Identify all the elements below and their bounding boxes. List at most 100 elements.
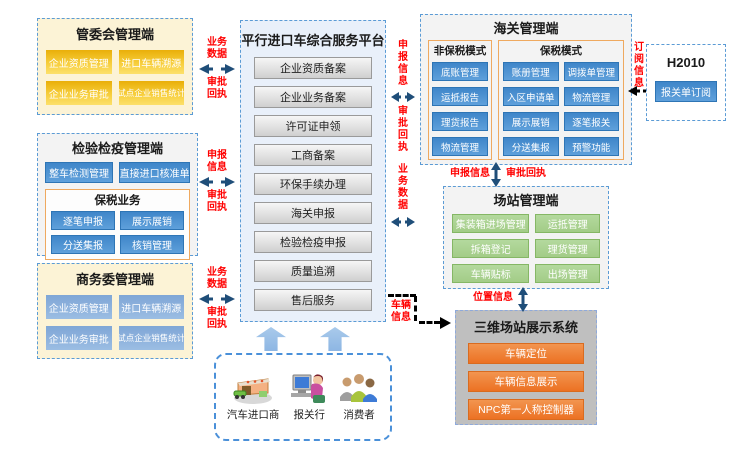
platform-module: 海关申报	[254, 202, 372, 224]
module-box: 拆箱登记	[452, 239, 530, 258]
platform-module: 质量追溯	[254, 260, 372, 282]
platform-module: 企业业务备案	[254, 86, 372, 108]
platform-module: 企业资质备案	[254, 57, 372, 79]
declaration-subscribe-box: 报关单订阅	[655, 81, 717, 102]
panel-management-committee: 管委会管理端 企业资质管理 进口车辆溯源 企业业务审批 试点企业销售统计	[37, 18, 193, 115]
panel-inspection-quarantine: 检验检疫管理端 整车检测管理 直接进口核准单 保税业务 逐笔申报 展示展销 分送…	[37, 133, 198, 260]
module-box: 整车检测管理	[45, 162, 114, 183]
module-box: 物流管理	[563, 87, 619, 106]
link-inspection-platform: 申报信息 审批回执	[196, 150, 238, 214]
panel-3d-display: 三维场站展示系统 车辆定位 车辆信息展示 NPC第一人称控制器	[455, 310, 597, 425]
subpanel-title: 非保税模式	[433, 45, 487, 57]
panel-title: 三维场站展示系统	[473, 320, 578, 335]
module-box: 入区申请单	[503, 87, 559, 106]
module-box: 试点企业销售统计	[118, 81, 184, 105]
platform-module: 检验检疫申报	[254, 231, 372, 253]
module-box: 分送集报	[51, 235, 115, 254]
customs-broker-icon	[291, 373, 326, 403]
module-box: 集装箱进场管理	[452, 214, 530, 233]
module-box: 调拨单管理	[563, 62, 619, 81]
module-box: 物流管理	[432, 137, 488, 156]
module-box: 企业资质管理	[46, 295, 112, 319]
module-box: 理货管理	[535, 239, 600, 258]
module-box: 运抵报告	[432, 87, 488, 106]
arrow-up-icon	[256, 327, 286, 351]
panel-title: 检验检疫管理端	[71, 141, 163, 156]
double-arrow-horizontal-icon	[391, 92, 415, 102]
platform-module: 工商备案	[254, 144, 372, 166]
subpanel-title: 保税业务	[94, 195, 141, 207]
module-box: 进口车辆溯源	[118, 295, 184, 319]
link-label-up: 申报信息	[207, 150, 227, 173]
double-arrow-vertical-icon	[518, 287, 528, 312]
user-importer: 汽车进口商	[226, 371, 280, 422]
panel-station: 场站管理端 集装箱进场管理 运抵管理 拆箱登记 理货管理 车辆贴标 出场管理	[443, 186, 609, 289]
module-box: 运抵管理	[535, 214, 600, 233]
module-box: 账册管理	[503, 62, 559, 81]
vehicle-info-connector	[419, 321, 440, 324]
arrow-left-icon	[628, 86, 646, 96]
link-label-subscribe: 订阅信息	[634, 42, 644, 89]
module-box: 展示展销	[120, 211, 184, 230]
module-box: 理货报告	[432, 112, 488, 131]
link-label-receipt: 审批回执	[506, 168, 546, 179]
module-box: 底账管理	[432, 62, 488, 81]
module-box: 出场管理	[535, 264, 600, 283]
double-arrow-horizontal-icon	[199, 294, 235, 304]
subpanel-bonded: 保税模式 账册管理 调拨单管理 入区申请单 物流管理 展示展销 逐笔报关 分送集…	[498, 40, 624, 160]
module-box: 预警功能	[563, 137, 619, 156]
link-platform-station: 业务数据	[390, 164, 416, 228]
module-box: 进口车辆溯源	[118, 50, 184, 74]
module-box: 分送集报	[503, 137, 559, 156]
link-label-declare: 申报信息	[450, 168, 490, 179]
panel-title: 场站管理端	[493, 193, 559, 208]
link-label-vehicle: 车辆信息	[391, 300, 411, 323]
factory-icon	[233, 377, 273, 404]
vehicle-info-connector	[414, 296, 417, 321]
h2010-title: H2010	[666, 55, 706, 70]
platform-module: 售后服务	[254, 289, 372, 311]
panel-title: 管委会管理端	[75, 27, 154, 42]
link-label-down: 审批回执	[207, 307, 227, 330]
platform-title: 平行进口车综合服务平台	[241, 33, 385, 48]
module-box: 车辆贴标	[452, 264, 530, 283]
module-box: 企业业务审批	[46, 81, 112, 105]
user-label: 汽车进口商	[226, 408, 280, 421]
link-label-down: 审批回执	[207, 77, 227, 100]
link-label-up: 业务数据	[207, 267, 227, 290]
module-box: 车辆信息展示	[468, 371, 584, 392]
link-label-up: 业务数据	[207, 37, 227, 60]
module-box: 车辆定位	[468, 343, 584, 364]
link-committee-platform: 业务数据 审批回执	[196, 37, 238, 101]
module-box: 直接进口核准单	[119, 162, 190, 183]
panel-platform: 平行进口车综合服务平台 企业资质备案 企业业务备案 许可证申领 工商备案 环保手…	[240, 20, 386, 322]
user-consumer: 消费者	[339, 371, 379, 422]
double-arrow-vertical-icon	[491, 162, 501, 187]
link-platform-customs: 申报信息 审批回执	[390, 40, 416, 154]
user-customs-broker: 报关行	[289, 371, 329, 422]
module-box: 企业业务审批	[46, 326, 112, 350]
module-box: 逐笔申报	[51, 211, 115, 230]
subpanel-title: 保税模式	[540, 45, 582, 57]
module-box: 核销管理	[120, 235, 184, 254]
arrow-up-icon	[320, 327, 350, 351]
arrow-right-icon	[440, 316, 451, 329]
module-box: 展示展销	[503, 112, 559, 131]
double-arrow-horizontal-icon	[199, 177, 235, 187]
vehicle-info-connector	[388, 294, 416, 297]
panel-title: 海关管理端	[493, 21, 559, 36]
consumers-icon	[340, 373, 378, 402]
link-label-position: 位置信息	[473, 292, 513, 303]
panel-customs: 海关管理端 非保税模式 底账管理 运抵报告 理货报告 物流管理 保税模式 账册管…	[420, 14, 632, 165]
link-label-up: 业务数据	[398, 164, 408, 211]
user-label: 报关行	[293, 408, 325, 421]
double-arrow-horizontal-icon	[391, 217, 415, 227]
subpanel-non-bonded: 非保税模式 底账管理 运抵报告 理货报告 物流管理	[428, 40, 492, 160]
link-label-down: 审批回执	[398, 106, 408, 153]
user-label: 消费者	[343, 408, 375, 421]
link-commerce-platform: 业务数据 审批回执	[196, 267, 238, 331]
panel-commerce-commission: 商务委管理端 企业资质管理 进口车辆溯源 企业业务审批 试点企业销售统计	[37, 263, 193, 359]
module-box: 逐笔报关	[563, 112, 619, 131]
panel-users: 汽车进口商 报关行 消费者	[214, 353, 392, 441]
